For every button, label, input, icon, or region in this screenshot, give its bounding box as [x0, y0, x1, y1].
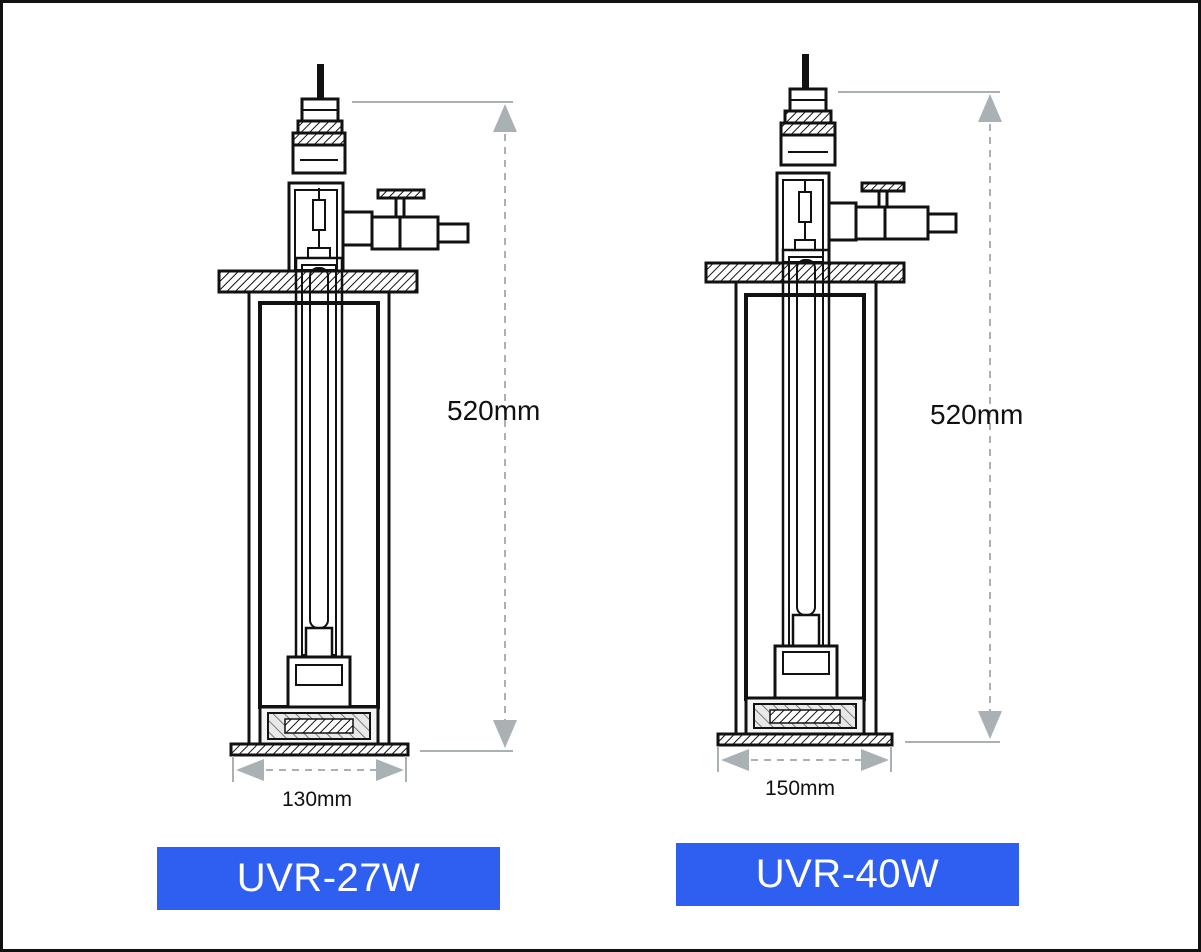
side-outlet-step: [341, 210, 374, 247]
width-label-right: 150mm: [765, 777, 835, 800]
model-label-box-right: [676, 843, 1019, 906]
unit-uvr-40w-drawing: [704, 54, 958, 747]
top-flange: [217, 269, 419, 294]
outlet-pipe: [370, 215, 440, 251]
width-label-left: 130mm: [282, 788, 352, 811]
valve-handle: [376, 188, 426, 200]
bottom-holder: [773, 644, 839, 700]
dimension-lines-left: [232, 101, 517, 782]
height-label-left: 520mm: [447, 395, 540, 426]
unit-uvr-27w-drawing: [217, 64, 470, 757]
model-label-box-left: [157, 847, 500, 910]
base-plate: [716, 732, 894, 747]
valve-handle: [860, 181, 906, 193]
outlet-pipe: [854, 205, 930, 241]
uv-lamp-tube: [796, 259, 816, 616]
uv-lamp-tube: [309, 267, 329, 629]
height-label-right: 520mm: [930, 399, 1023, 430]
power-cable: [317, 64, 324, 100]
model-label-uvr-40w: UVR-40W: [755, 852, 940, 896]
dimension-lines-right: [717, 91, 1002, 772]
power-cable: [802, 54, 809, 90]
base-plate: [229, 742, 410, 757]
side-outlet-step: [827, 201, 858, 242]
top-flange: [704, 261, 906, 284]
model-label-uvr-27w: UVR-27W: [236, 856, 421, 900]
